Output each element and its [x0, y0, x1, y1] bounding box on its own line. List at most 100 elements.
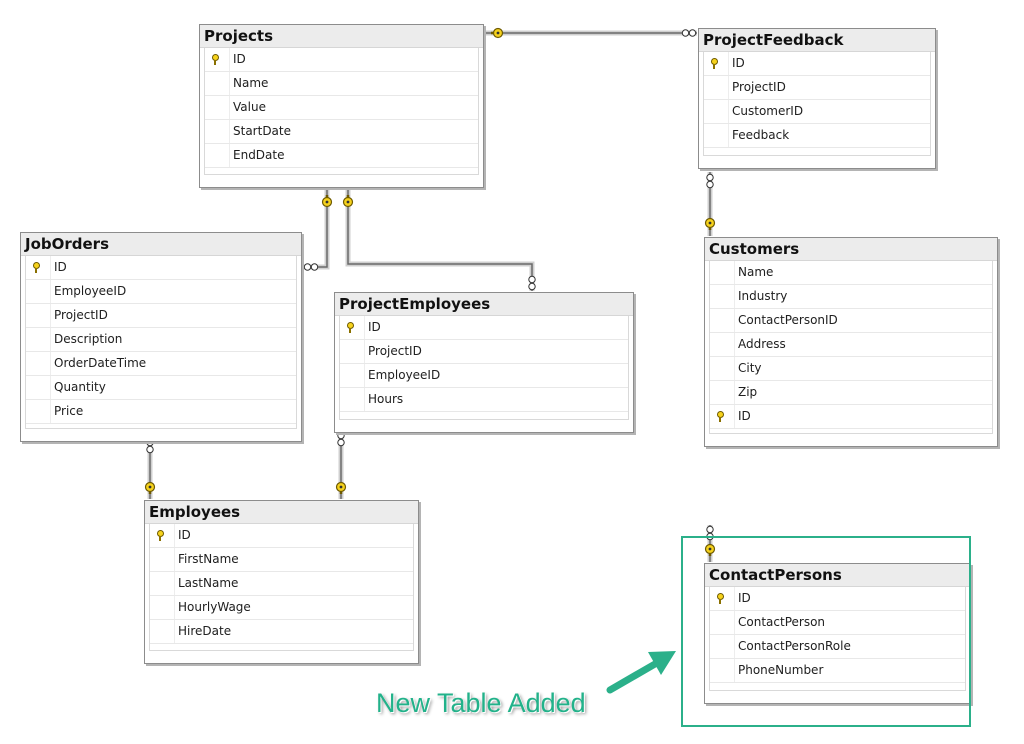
key-cell: [205, 120, 230, 143]
primary-key-icon: [716, 593, 724, 604]
column-row[interactable]: Quantity: [26, 376, 296, 400]
column-name: ContactPersonRole: [738, 639, 851, 653]
column-name: OrderDateTime: [54, 356, 147, 370]
key-cell: [340, 364, 365, 387]
key-cell: [710, 309, 735, 332]
column-row[interactable]: ID: [150, 524, 413, 548]
column-row[interactable]: OrderDateTime: [26, 352, 296, 376]
column-row[interactable]: Feedback: [704, 124, 930, 148]
column-row[interactable]: ID: [710, 587, 965, 611]
key-cell: [150, 572, 175, 595]
column-row[interactable]: City: [710, 357, 992, 381]
column-row[interactable]: StartDate: [205, 120, 478, 144]
column-row[interactable]: Address: [710, 333, 992, 357]
column-name: ID: [732, 56, 745, 70]
many-end-infinity-icon: [528, 275, 536, 291]
key-cell: [26, 400, 51, 423]
one-end-key-icon: [491, 27, 504, 39]
column-row[interactable]: Description: [26, 328, 296, 352]
table-title[interactable]: Projects: [200, 25, 483, 48]
column-row[interactable]: ProjectID: [704, 76, 930, 100]
key-cell: [26, 352, 51, 375]
column-name: LastName: [178, 576, 239, 590]
column-row[interactable]: Value: [205, 96, 478, 120]
column-row[interactable]: ID: [205, 48, 478, 72]
column-name: PhoneNumber: [738, 663, 824, 677]
inf-loop: [528, 275, 536, 284]
column-row[interactable]: ID: [704, 52, 930, 76]
column-row[interactable]: Price: [26, 400, 296, 424]
key-cell: [26, 328, 51, 351]
table-title[interactable]: ContactPersons: [705, 564, 970, 587]
table-title[interactable]: ProjectEmployees: [335, 293, 633, 316]
column-row[interactable]: HourlyWage: [150, 596, 413, 620]
column-name: Description: [54, 332, 123, 346]
column-row[interactable]: EmployeeID: [26, 280, 296, 304]
key-cell: [205, 144, 230, 167]
table-title[interactable]: JobOrders: [21, 233, 301, 256]
column-row[interactable]: HireDate: [150, 620, 413, 644]
column-name: Value: [233, 100, 266, 114]
inf-loop: [310, 263, 319, 271]
key-cell: [340, 340, 365, 363]
new-table-caption: New Table Added: [376, 688, 586, 718]
inf-loop: [706, 180, 714, 189]
annotation-arrow: [606, 651, 676, 694]
column-row[interactable]: EmployeeID: [340, 364, 628, 388]
key-cell: [704, 76, 729, 99]
column-row[interactable]: Hours: [340, 388, 628, 412]
column-name: EndDate: [233, 148, 285, 162]
column-row[interactable]: CustomerID: [704, 100, 930, 124]
column-row[interactable]: ContactPersonID: [710, 309, 992, 333]
column-row[interactable]: Industry: [710, 285, 992, 309]
column-row[interactable]: ID: [26, 256, 296, 280]
key-cell: [704, 100, 729, 123]
column-row[interactable]: ProjectID: [340, 340, 628, 364]
column-name: Feedback: [732, 128, 790, 142]
inf-loop: [706, 173, 714, 182]
column-row[interactable]: Name: [205, 72, 478, 96]
column-row[interactable]: LastName: [150, 572, 413, 596]
column-name: ID: [738, 409, 751, 423]
column-row[interactable]: Name: [710, 261, 992, 285]
column-row[interactable]: EndDate: [205, 144, 478, 168]
column-row[interactable]: ID: [710, 405, 992, 429]
key-cell: [704, 124, 729, 147]
column-row[interactable]: ID: [340, 316, 628, 340]
column-name: ProjectID: [54, 308, 108, 322]
table-title[interactable]: ProjectFeedback: [699, 29, 935, 52]
key-cell: [710, 285, 735, 308]
column-row[interactable]: ContactPersonRole: [710, 635, 965, 659]
many-end-infinity-icon: [681, 29, 697, 37]
key-cell: [150, 620, 175, 643]
column-row[interactable]: Zip: [710, 381, 992, 405]
column-row[interactable]: FirstName: [150, 548, 413, 572]
column-row[interactable]: PhoneNumber: [710, 659, 965, 683]
column-name: Name: [738, 265, 774, 279]
column-row[interactable]: ProjectID: [26, 304, 296, 328]
column-name: ID: [54, 260, 67, 274]
column-row[interactable]: ContactPerson: [710, 611, 965, 635]
column-name: Address: [738, 337, 786, 351]
key-cell: [710, 381, 735, 404]
key-cell: [710, 405, 735, 428]
column-name: Quantity: [54, 380, 106, 394]
column-name: Price: [54, 404, 84, 418]
key-cell: [710, 587, 735, 610]
table-title[interactable]: Employees: [145, 501, 418, 524]
primary-key-icon: [211, 54, 219, 65]
table-title[interactable]: Customers: [705, 238, 997, 261]
